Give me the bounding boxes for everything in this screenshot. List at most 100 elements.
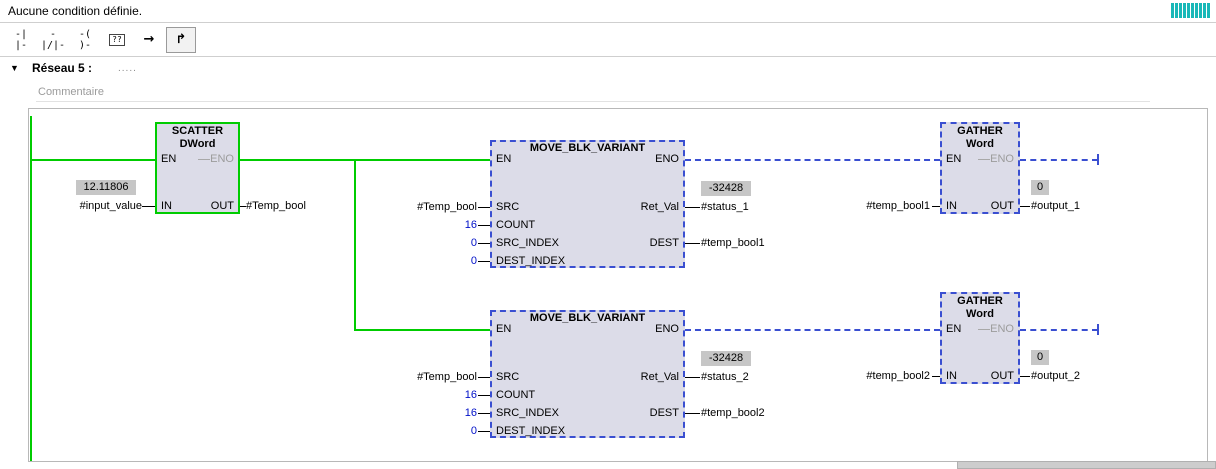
gather-block-1[interactable]: GATHER Word EN ENO IN OUT <box>940 122 1020 214</box>
pin-srcindex: SRC_INDEX <box>496 237 559 250</box>
pin-in: IN <box>946 200 957 213</box>
operand-scatter-out[interactable]: #Temp_bool <box>246 200 306 213</box>
block-subtitle: Word <box>942 308 1018 321</box>
pin-out: OUT <box>211 200 234 213</box>
operand-output-1[interactable]: #output_1 <box>1031 200 1080 213</box>
pin-eno: ENO <box>655 323 679 336</box>
connection-indicator-icon <box>1171 3 1210 18</box>
pin-dest: DEST <box>650 237 679 250</box>
open-branch-icon: → <box>144 32 155 47</box>
pin-retval: Ret_Val <box>641 201 679 214</box>
collapse-triangle-icon[interactable]: ▼ <box>10 63 19 73</box>
toolbar-button-contact-closed[interactable]: -|/|- <box>38 27 68 53</box>
wire-rail-to-scatter-en[interactable] <box>32 159 155 161</box>
network-comment-field[interactable]: Commentaire <box>38 86 104 98</box>
block-title: GATHER <box>942 125 1018 138</box>
status-bar: Aucune condition définie. <box>0 0 1216 23</box>
network-title-dots: ..... <box>118 63 137 74</box>
toolbar-button-empty-box[interactable]: ?? <box>102 27 132 53</box>
operand-move2-src[interactable]: #Temp_bool <box>377 371 477 384</box>
operand-output-2[interactable]: #output_2 <box>1031 370 1080 383</box>
pin-destindex: DEST_INDEX <box>496 425 565 438</box>
eno-stub <box>198 159 210 160</box>
wire-gather2-eno-branch[interactable] <box>1020 329 1098 331</box>
operand-move1-dest[interactable]: #temp_bool1 <box>701 237 765 250</box>
scatter-block[interactable]: SCATTER DWord EN ENO IN OUT <box>155 122 240 214</box>
pin-count: COUNT <box>496 219 535 232</box>
toolbar-button-open-branch[interactable]: → <box>134 27 164 53</box>
wire-gather1-eno-branch[interactable] <box>1020 159 1098 161</box>
empty-box-icon: ?? <box>109 34 125 46</box>
operand-status-2[interactable]: #status_2 <box>701 371 749 384</box>
operand-gather1-in[interactable]: #temp_bool1 <box>838 200 930 213</box>
wire-gather1-out <box>1020 206 1030 207</box>
wire-move2-destindex <box>478 431 490 432</box>
gather-block-2[interactable]: GATHER Word EN ENO IN OUT <box>940 292 1020 384</box>
toolbar-button-contact-open[interactable]: -| |- <box>6 27 36 53</box>
wire-branch-vertical[interactable] <box>354 159 356 331</box>
toolbar-button-close-branch[interactable]: ↱ <box>166 27 196 53</box>
wire-move1-dest <box>685 243 700 244</box>
operand-move1-src[interactable]: #Temp_bool <box>377 201 477 214</box>
move-blk-variant-block-1[interactable]: MOVE_BLK_VARIANT EN ENO SRC Ret_Val COUN… <box>490 140 685 268</box>
wire-move2-eno-to-gather2-en[interactable] <box>685 329 940 331</box>
monitor-value-retval-2: -32428 <box>701 351 751 366</box>
constant-move1-destindex[interactable]: 0 <box>377 255 477 268</box>
operand-gather2-in[interactable]: #temp_bool2 <box>838 370 930 383</box>
pin-eno: ENO <box>655 153 679 166</box>
contact-open-icon: -| |- <box>7 29 35 51</box>
power-rail[interactable] <box>30 116 32 461</box>
wire-move2-dest <box>685 413 700 414</box>
eno-stub <box>978 159 990 160</box>
block-subtitle: DWord <box>157 138 238 151</box>
constant-move1-srcindex[interactable]: 0 <box>377 237 477 250</box>
monitor-value-output-1: 0 <box>1031 180 1049 195</box>
wire-inputvalue-to-scatter-in <box>142 206 155 207</box>
gather1-branch-end-tick <box>1097 154 1099 165</box>
pin-srcindex: SRC_INDEX <box>496 407 559 420</box>
operand-status-1[interactable]: #status_1 <box>701 201 749 214</box>
pin-en: EN <box>946 323 961 336</box>
constant-move2-srcindex[interactable]: 16 <box>377 407 477 420</box>
block-title: SCATTER <box>157 125 238 138</box>
operand-move2-dest[interactable]: #temp_bool2 <box>701 407 765 420</box>
constant-move2-count[interactable]: 16 <box>377 389 477 402</box>
wire-branch-to-move2-en[interactable] <box>354 329 490 331</box>
wire-move1-destindex <box>478 261 490 262</box>
wire-move2-src <box>478 377 490 378</box>
pin-src: SRC <box>496 371 519 384</box>
pin-in: IN <box>946 370 957 383</box>
horizontal-scrollbar[interactable] <box>957 461 1216 469</box>
block-title: GATHER <box>942 295 1018 308</box>
pin-eno: ENO <box>990 153 1014 166</box>
comment-underline <box>36 101 1150 102</box>
operand-input-value[interactable]: #input_value <box>40 200 142 213</box>
wire-move1-count <box>478 225 490 226</box>
wire-move1-eno-to-gather1-en[interactable] <box>685 159 940 161</box>
wire-move1-retval <box>685 207 700 208</box>
monitor-value-output-2: 0 <box>1031 350 1049 365</box>
wire-move1-srcindex <box>478 243 490 244</box>
pin-retval: Ret_Val <box>641 371 679 384</box>
pin-eno: ENO <box>990 323 1014 336</box>
status-text: Aucune condition définie. <box>8 4 142 18</box>
pin-count: COUNT <box>496 389 535 402</box>
wire-scatter-to-move1-en[interactable] <box>240 159 490 161</box>
pin-out: OUT <box>991 200 1014 213</box>
constant-move1-count[interactable]: 16 <box>377 219 477 232</box>
monitor-value-retval-1: -32428 <box>701 181 751 196</box>
constant-move2-destindex[interactable]: 0 <box>377 425 477 438</box>
network-title[interactable]: Réseau 5 : <box>32 61 92 75</box>
pin-en: EN <box>496 323 511 336</box>
wire-gather2-in <box>932 376 940 377</box>
coil-icon: -( )- <box>71 29 99 51</box>
gather2-branch-end-tick <box>1097 324 1099 335</box>
pin-destindex: DEST_INDEX <box>496 255 565 268</box>
move-blk-variant-block-2[interactable]: MOVE_BLK_VARIANT EN ENO SRC Ret_Val COUN… <box>490 310 685 438</box>
pin-in: IN <box>161 200 172 213</box>
network-header: ▼ Réseau 5 : ..... <box>0 58 1216 82</box>
pin-en: EN <box>946 153 961 166</box>
toolbar-button-coil[interactable]: -( )- <box>70 27 100 53</box>
contact-closed-icon: -|/|- <box>39 29 67 51</box>
